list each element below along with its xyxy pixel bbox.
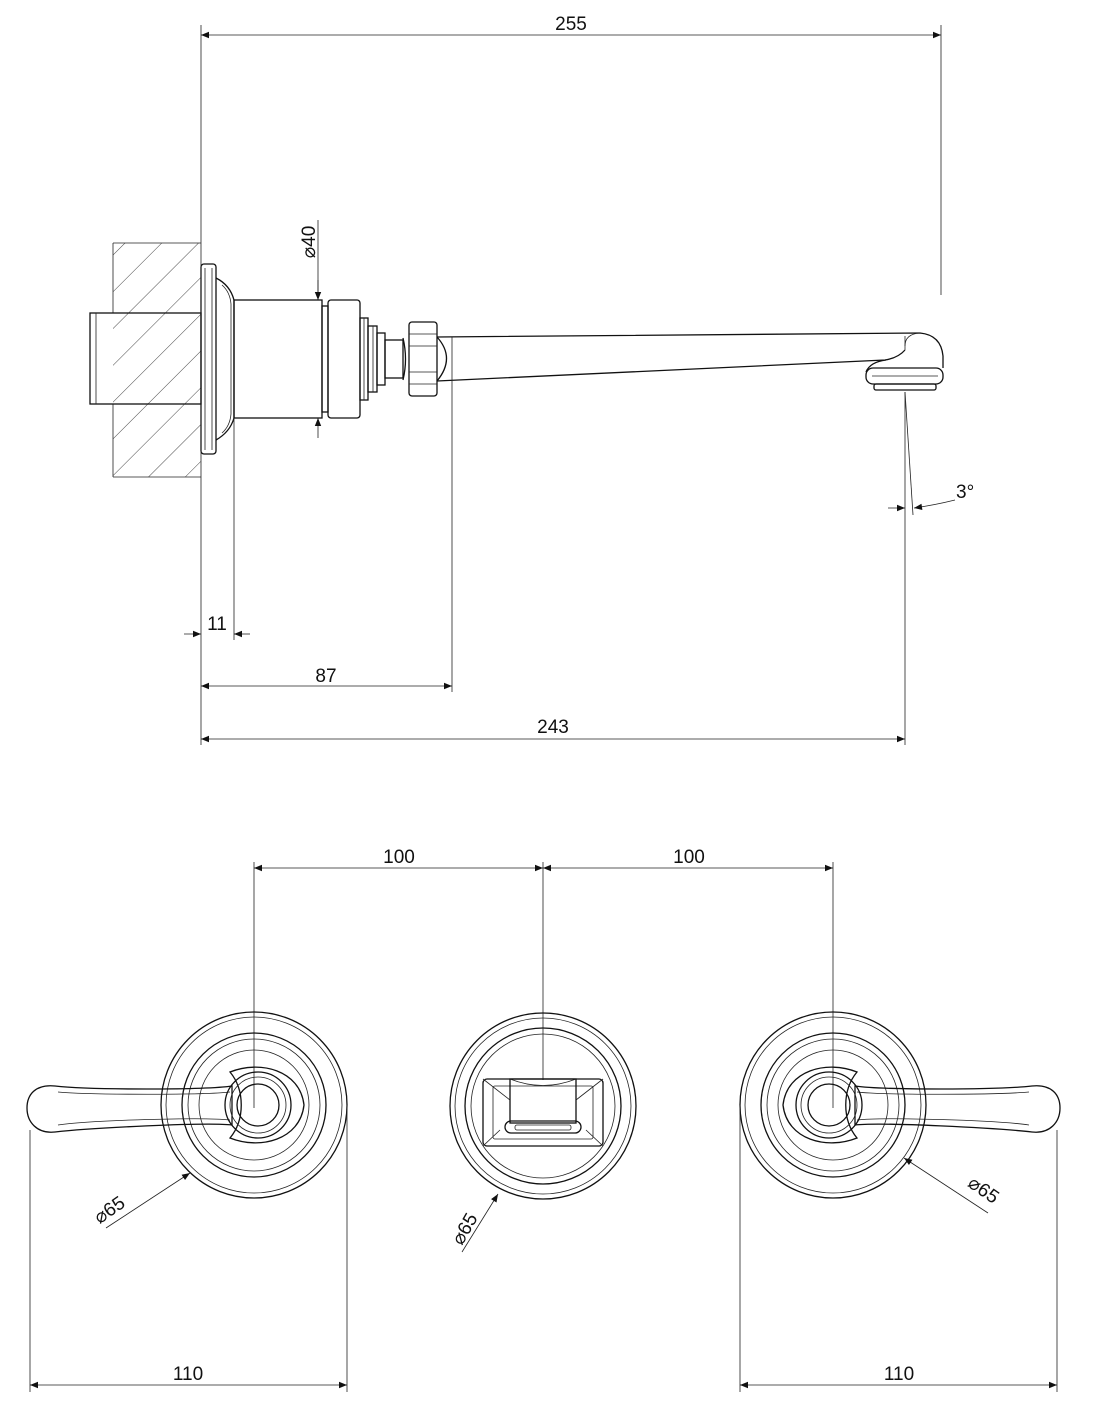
dim-spout-rose-label: ⌀65: [448, 1210, 482, 1249]
dim-overall-length-label: 255: [555, 14, 587, 35]
spout: [436, 332, 944, 382]
front-view: 100 100: [26, 847, 1061, 1392]
dim-right-handle-rose-label: ⌀65: [964, 1173, 1003, 1209]
dim-spout-projection-label: 243: [537, 717, 569, 738]
dim-spout-angle-label: 3°: [956, 482, 974, 503]
dim-body-diameter: ⌀40: [299, 226, 322, 438]
dim-spacing-left: 100: [254, 847, 543, 872]
dim-right-handle-span-label: 110: [884, 1364, 914, 1385]
dim-overall-length: 255: [201, 14, 941, 39]
dim-spout-rose: ⌀65: [448, 1193, 499, 1253]
dim-right-handle-span: 110: [740, 1364, 1057, 1389]
dim-body-length-label: 87: [315, 666, 336, 687]
dim-spout-angle: 3°: [888, 482, 974, 512]
dim-left-handle-span-label: 110: [173, 1364, 203, 1385]
dim-flange-depth: 11: [184, 614, 250, 638]
left-handle: [26, 1011, 348, 1199]
dim-left-handle-rose: ⌀65: [90, 1172, 191, 1229]
dim-body-length: 87: [201, 666, 452, 690]
side-view: 255 ⌀40 3° 11 87 243: [89, 14, 974, 745]
dim-body-diameter-label: ⌀40: [299, 226, 320, 259]
right-handle: [739, 1011, 1061, 1199]
aerator: [865, 359, 944, 391]
dim-spacing-right-label: 100: [673, 847, 705, 868]
spout-rose-front: [449, 1012, 637, 1200]
dim-left-handle-span: 110: [30, 1364, 347, 1389]
coupling-nut: [384, 321, 448, 397]
valve-body: [233, 299, 386, 419]
wall-section: [112, 242, 201, 478]
dim-left-handle-rose-label: ⌀65: [90, 1193, 129, 1229]
dim-spout-projection: 243: [201, 717, 905, 743]
dim-right-handle-rose: ⌀65: [903, 1157, 1003, 1214]
wall-flange: [200, 263, 235, 455]
dim-spacing-left-label: 100: [383, 847, 415, 868]
dim-flange-depth-label: 11: [207, 614, 227, 635]
dim-spacing-right: 100: [543, 847, 833, 872]
